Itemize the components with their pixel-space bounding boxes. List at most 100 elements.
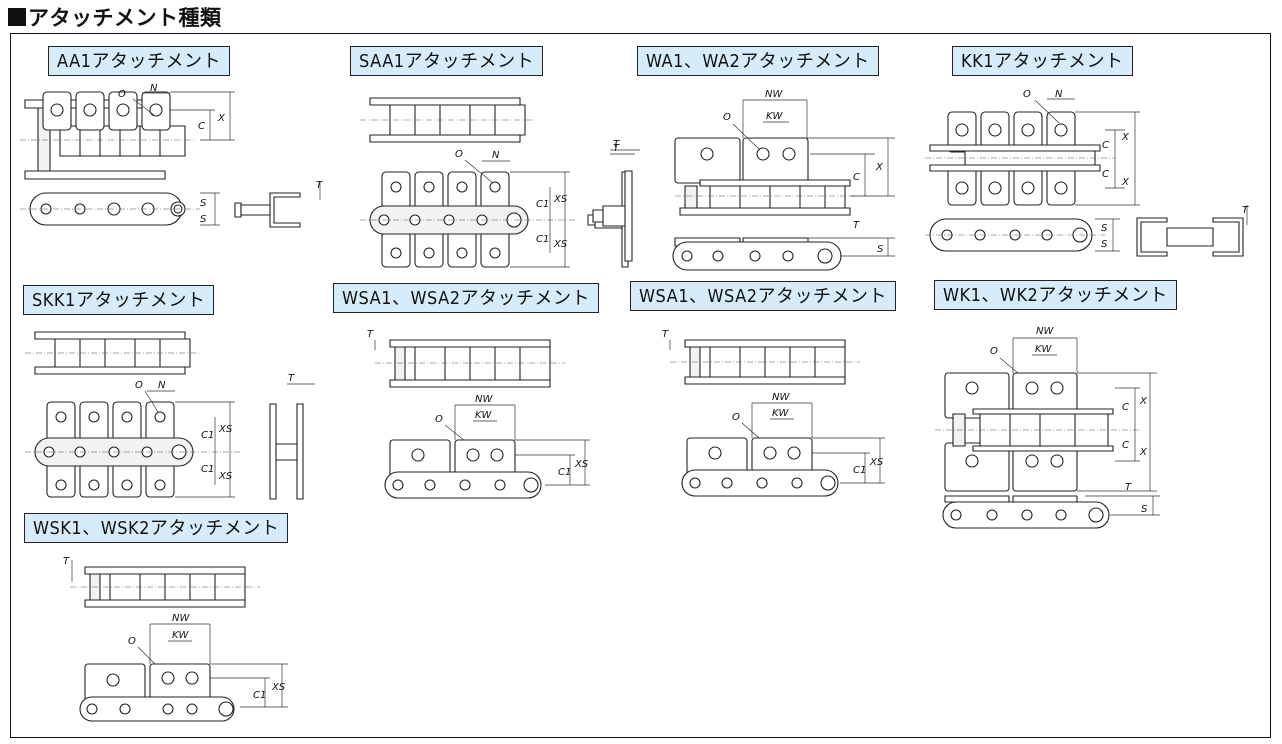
dim-xsb: XS — [553, 239, 568, 250]
wsa-2-drawing: T NW KW O C1 XS — [662, 329, 900, 496]
wsa-1-top-view: T — [367, 329, 565, 387]
dim-nw: NW — [772, 392, 790, 403]
skk1-drawing: C1 XS C1 XS O N T — [25, 322, 325, 507]
dim-n: N — [158, 380, 166, 391]
dim-o: O — [455, 149, 463, 160]
dim-s: S — [1141, 504, 1148, 515]
dim-c1: C1 — [853, 465, 866, 476]
dim-o: O — [990, 346, 998, 357]
dim-kw: KW — [475, 410, 493, 421]
wsa-1-drawing: T NW KW O C1 XS — [367, 329, 605, 500]
dim-nw: NW — [1036, 326, 1054, 337]
wk-side-view: T S — [943, 482, 1160, 528]
dim-c1b: C1 — [536, 234, 549, 245]
wk-top-view — [935, 373, 1140, 491]
dim-kw: KW — [772, 408, 790, 419]
dim-t: T — [613, 143, 620, 154]
dim-t: T — [288, 373, 295, 384]
dim-t: T — [662, 329, 669, 340]
skk1-dimensions: C1 XS C1 XS O N — [135, 380, 235, 497]
dim-x: X — [875, 162, 884, 173]
square-bullet-icon — [8, 8, 26, 26]
label-aa1: AA1アタッチメント — [48, 46, 230, 76]
label-wsa-2: WSA1、WSA2アタッチメント — [630, 281, 897, 311]
wsk-side-view — [80, 664, 234, 721]
aa1-drawing: C X O N S S T — [20, 83, 323, 250]
dim-c2: C — [1102, 169, 1109, 180]
label-wa: WA1、WA2アタッチメント — [637, 46, 879, 76]
wsk-dimensions: NW KW O C1 XS — [128, 613, 288, 707]
dim-t: T — [1125, 482, 1132, 493]
dim-t: T — [316, 180, 323, 191]
dim-n: N — [1055, 89, 1063, 100]
dim-c: C — [853, 172, 860, 183]
dim-c1: C1 — [253, 690, 266, 701]
dim-x1: X — [1139, 396, 1148, 407]
dim-nw: NW — [475, 394, 493, 405]
label-saa1: SAA1アタッチメント — [350, 46, 544, 76]
attachment-types-panel — [10, 33, 1271, 738]
aa1-end-view: T — [235, 180, 323, 227]
dim-kw: KW — [172, 630, 190, 641]
saa1-dimensions: C1 XS C1 XS O N — [455, 149, 570, 267]
dim-c1a: C1 — [201, 430, 214, 441]
wa-dimensions: NW KW O C X — [723, 89, 895, 196]
dim-c1: C1 — [558, 467, 571, 478]
wsk-top-view: T — [63, 556, 260, 607]
wsk-drawing: T NW KW O C1 XS — [63, 556, 300, 727]
kk1-side-view: S S — [925, 219, 1120, 251]
dim-o: O — [128, 636, 136, 647]
wsa-2-dimensions: NW KW O C1 XS — [732, 392, 885, 483]
dim-x2: X — [1121, 177, 1130, 188]
dim-s1: S — [200, 198, 207, 209]
dim-n: N — [492, 150, 500, 161]
page-title: アタッチメント種類 — [8, 2, 222, 32]
label-skk1: SKK1アタッチメント — [23, 285, 215, 315]
kk1-end-view: T — [1137, 205, 1249, 256]
saa1-top-view — [360, 98, 535, 142]
dim-t-end: T — [613, 139, 620, 150]
dim-n: N — [150, 83, 158, 94]
label-wk: WK1、WK2アタッチメント — [934, 280, 1177, 310]
dim-xs: XS — [574, 459, 589, 470]
dim-s2: S — [200, 214, 207, 225]
dim-o: O — [435, 414, 443, 425]
wk-drawing: NW KW O C X C X T S — [935, 326, 1175, 543]
saa1-plate-view — [360, 172, 575, 267]
dim-o: O — [118, 89, 126, 100]
wsa-2-side-view — [682, 438, 838, 496]
dim-o: O — [135, 380, 143, 391]
dim-x1: X — [1121, 132, 1130, 143]
dim-xsb: XS — [218, 471, 233, 482]
kk1-drawing: C X C X O N S S T — [925, 89, 1249, 270]
page-title-text: アタッチメント種類 — [28, 6, 222, 30]
skk1-end-view: T — [270, 373, 315, 499]
dim-c1a: C1 — [536, 199, 549, 210]
dim-t: T — [63, 556, 70, 567]
dim-xsa: XS — [218, 424, 233, 435]
aa1-dimensions: C X O N — [118, 83, 235, 140]
dim-s: S — [877, 244, 884, 255]
dim-o: O — [732, 412, 740, 423]
dim-o: O — [1023, 89, 1031, 100]
wa-top-view — [675, 138, 875, 215]
dim-x2: X — [1139, 447, 1148, 458]
kk1-top-view — [925, 112, 1115, 205]
dim-s2: S — [1101, 239, 1108, 250]
dim-t: T — [1242, 205, 1249, 216]
dim-s1: S — [1101, 223, 1108, 234]
wsa-2-top-view: T — [662, 329, 860, 384]
wk-dimensions: C X C X — [1077, 373, 1157, 491]
wa-side-view: T S — [673, 220, 895, 270]
dim-t: T — [367, 329, 374, 340]
dim-c: C — [198, 121, 205, 132]
label-wsa-1: WSA1、WSA2アタッチメント — [333, 283, 600, 313]
saa1-drawing: C1 XS C1 XS O N T — [360, 90, 650, 270]
wa-drawing: T NW KW O C X T S — [585, 89, 905, 278]
skk1-top-view — [25, 332, 200, 374]
dim-nw: NW — [172, 613, 190, 624]
dim-xs: XS — [271, 682, 286, 693]
wk-dimensions-top: NW KW O — [990, 326, 1077, 383]
dim-kw: KW — [766, 111, 784, 122]
dim-o: O — [723, 112, 731, 123]
